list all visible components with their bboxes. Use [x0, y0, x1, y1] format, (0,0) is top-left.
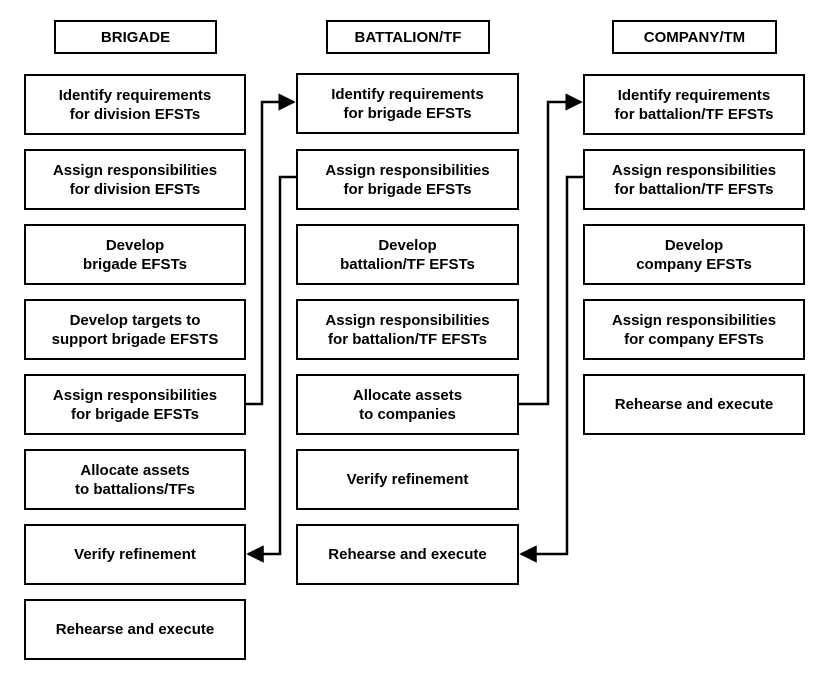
battalion-step-rehearse-execute: Rehearse and execute [296, 524, 519, 585]
battalion-step-assign-battalion-responsibilities: Assign responsibilities for battalion/TF… [296, 299, 519, 360]
arrow-battalion-to-company [519, 93, 583, 406]
battalion-step-verify-refinement: Verify refinement [296, 449, 519, 510]
brigade-step-assign-brigade-responsibilities: Assign responsibilities for brigade EFST… [24, 374, 246, 435]
company-step-identify-requirements: Identify requirements for battalion/TF E… [583, 74, 805, 135]
brigade-step-assign-division-responsibilities: Assign responsibilities for division EFS… [24, 149, 246, 210]
battalion-step-allocate-assets: Allocate assets to companies [296, 374, 519, 435]
battalion-step-develop-efsts: Develop battalion/TF EFSTs [296, 224, 519, 285]
brigade-step-identify-requirements: Identify requirements for division EFSTs [24, 74, 246, 135]
brigade-step-allocate-assets: Allocate assets to battalions/TFs [24, 449, 246, 510]
company-step-rehearse-execute: Rehearse and execute [583, 374, 805, 435]
brigade-step-verify-refinement: Verify refinement [24, 524, 246, 585]
arrow-battalion-to-brigade-verify [246, 175, 296, 563]
battalion-step-identify-requirements: Identify requirements for brigade EFSTs [296, 73, 519, 134]
brigade-step-develop-targets: Develop targets to support brigade EFSTS [24, 299, 246, 360]
header-brigade: BRIGADE [54, 20, 217, 54]
company-step-develop-efsts: Develop company EFSTs [583, 224, 805, 285]
header-company-tm: COMPANY/TM [612, 20, 777, 54]
brigade-step-rehearse-execute: Rehearse and execute [24, 599, 246, 660]
company-step-assign-company-responsibilities: Assign responsibilities for company EFST… [583, 299, 805, 360]
header-battalion-tf: BATTALION/TF [326, 20, 490, 54]
arrow-brigade-to-battalion [246, 93, 296, 406]
battalion-step-assign-brigade-responsibilities: Assign responsibilities for brigade EFST… [296, 149, 519, 210]
arrow-company-to-battalion-rehearse [519, 175, 583, 563]
brigade-step-develop-efsts: Develop brigade EFSTs [24, 224, 246, 285]
company-step-assign-battalion-responsibilities: Assign responsibilities for battalion/TF… [583, 149, 805, 210]
